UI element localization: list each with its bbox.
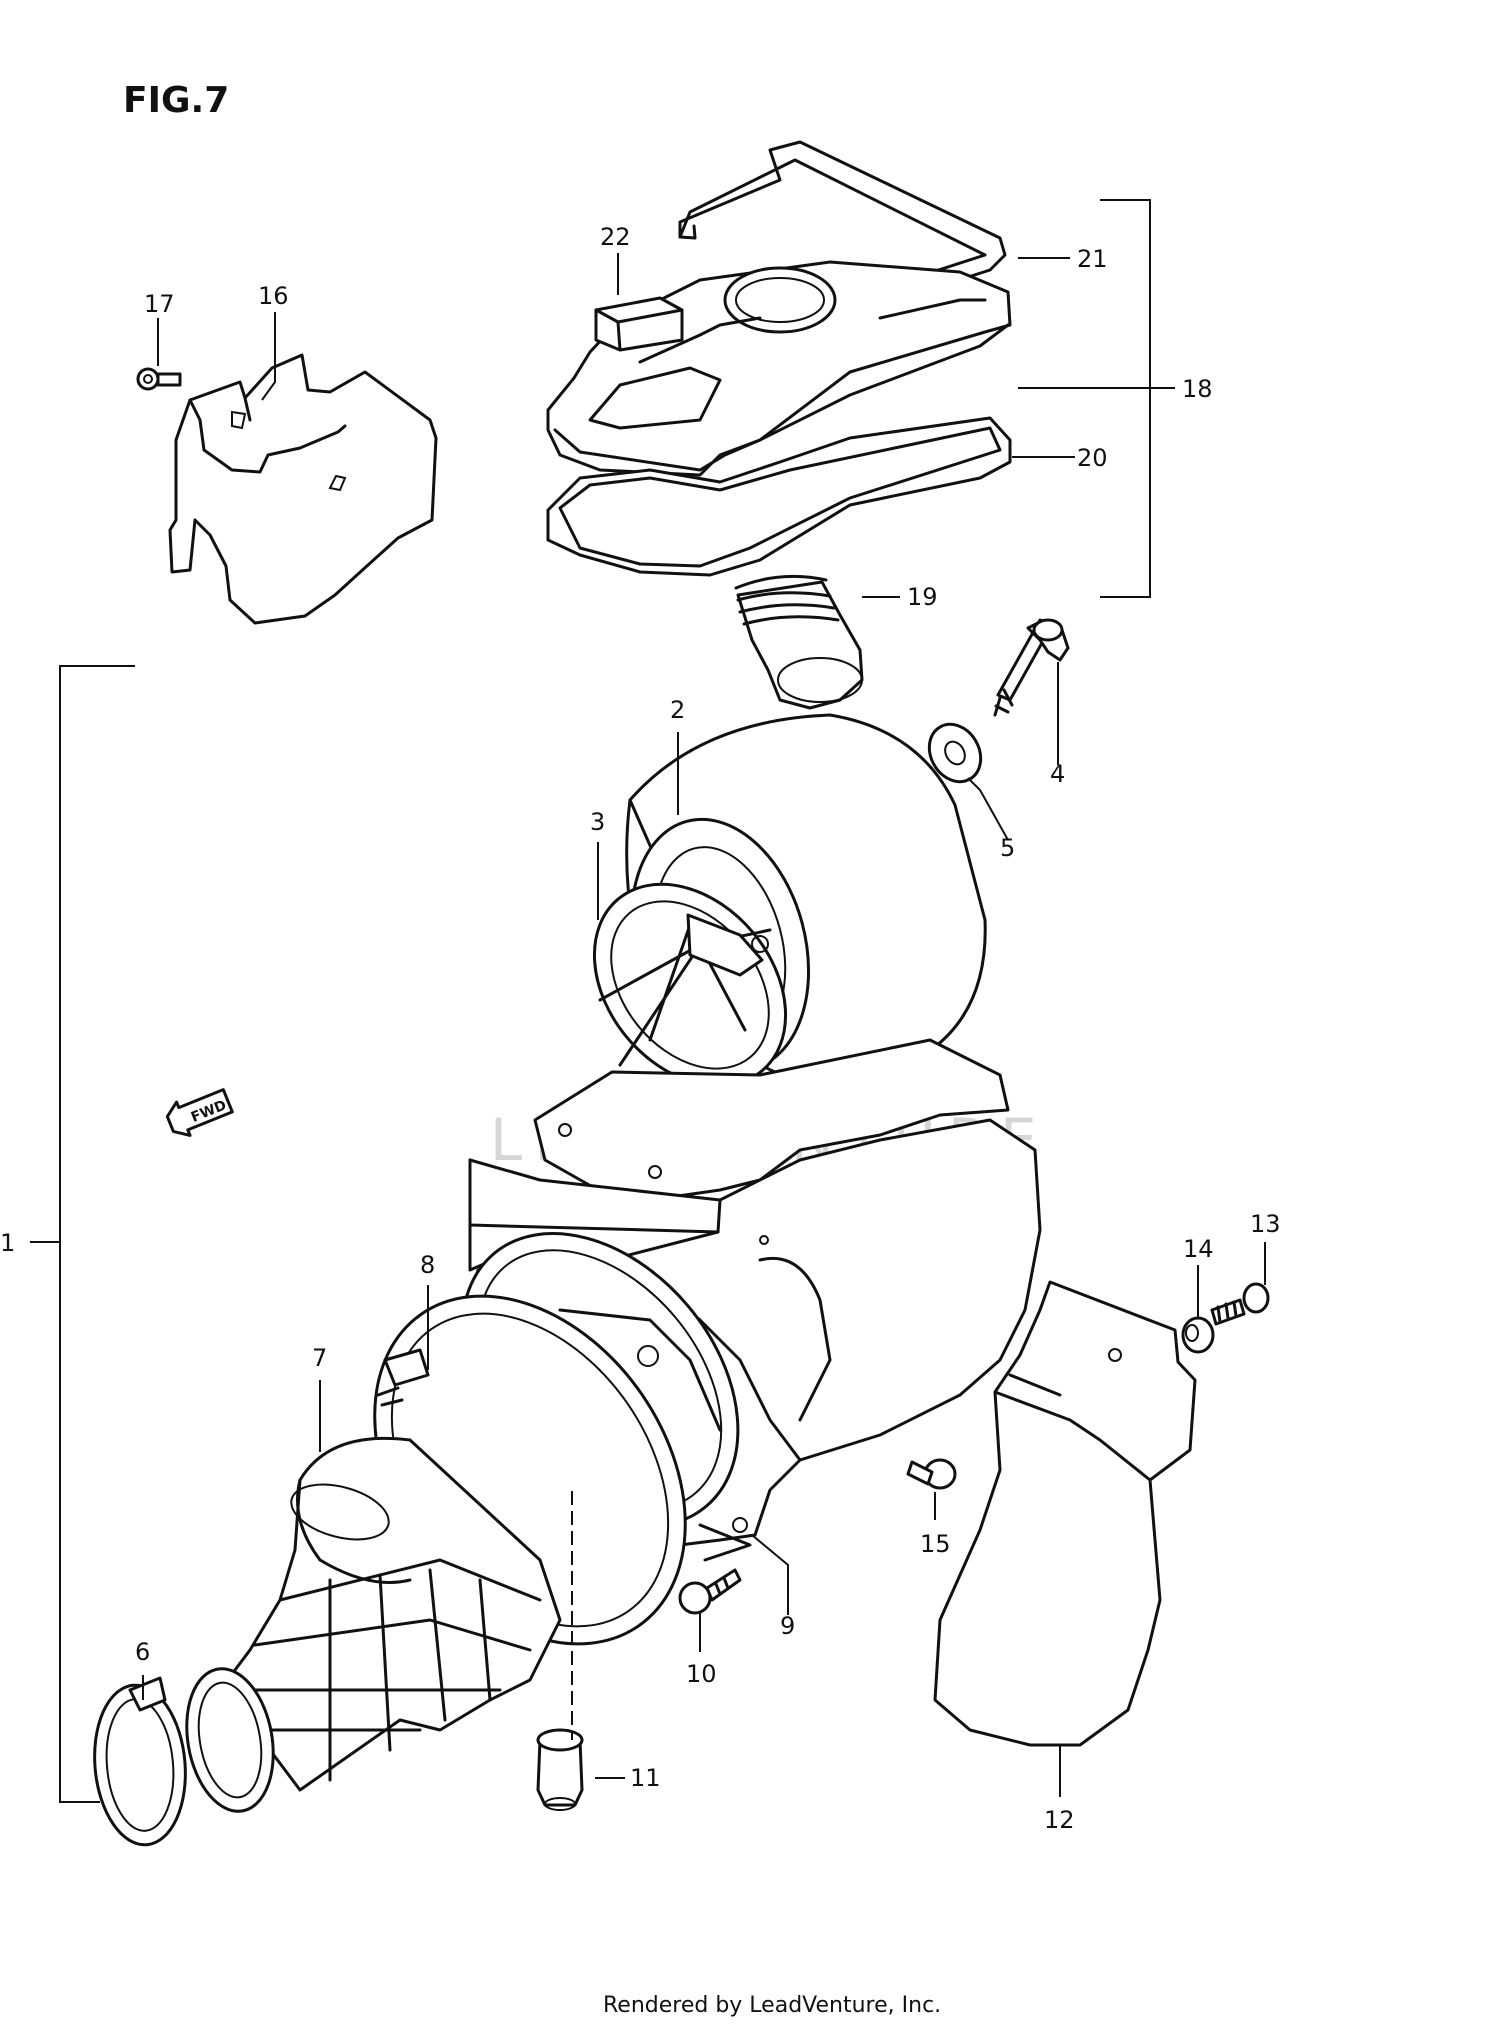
part-9-bracket	[698, 1523, 752, 1562]
part-17-screw	[136, 367, 182, 391]
callout-11: 11	[630, 1764, 661, 1792]
footer-credit: Rendered by LeadVenture, Inc.	[603, 1993, 941, 2018]
callout-22: 22	[600, 223, 631, 251]
callout-9: 9	[780, 1612, 795, 1640]
part-21-holder	[678, 140, 1007, 317]
callout-8: 8	[420, 1251, 435, 1279]
callout-labels: 1 2 3 4 5 6 7 8 9 10 11 12 13 14 15 16 1…	[0, 223, 1281, 1834]
part-10-screw	[678, 1568, 742, 1615]
callout-14: 14	[1183, 1235, 1214, 1263]
part-20-gasket	[546, 416, 1012, 577]
part-7-intake-boot	[185, 1436, 562, 1813]
callout-16: 16	[258, 282, 289, 310]
callout-4: 4	[1050, 760, 1065, 788]
callout-2: 2	[670, 696, 685, 724]
callout-7: 7	[312, 1344, 327, 1372]
part-11-drain-plug	[536, 1728, 584, 1811]
part-14-nut	[1181, 1316, 1215, 1354]
part-22-block	[594, 296, 684, 352]
part-19-boot	[734, 574, 864, 710]
callout-1: 1	[0, 1229, 15, 1257]
callout-3: 3	[590, 808, 605, 836]
callout-20: 20	[1077, 444, 1108, 472]
callout-18: 18	[1182, 375, 1213, 403]
callout-21: 21	[1077, 245, 1108, 273]
callout-12: 12	[1044, 1806, 1075, 1834]
part-13-bolt	[1210, 1282, 1270, 1326]
callout-19: 19	[907, 583, 938, 611]
part-4-wing-bolt	[993, 618, 1070, 717]
callout-10: 10	[686, 1660, 717, 1688]
callout-17: 17	[144, 290, 175, 318]
callout-15: 15	[920, 1530, 951, 1558]
part-15-screw	[906, 1458, 957, 1490]
part-12-duct	[933, 1280, 1197, 1747]
part-16-side-cover	[168, 353, 438, 625]
callout-13: 13	[1250, 1210, 1281, 1238]
group-bracket-18	[1100, 199, 1151, 598]
callout-5: 5	[1000, 834, 1015, 862]
figure-title: FIG.7	[123, 80, 229, 121]
leader-lines	[30, 253, 1266, 1803]
fwd-arrow-badge: FWD	[165, 1088, 234, 1137]
part-3-filter-frame	[592, 882, 788, 1088]
part-6-clamp	[93, 1676, 187, 1847]
callout-6: 6	[135, 1638, 150, 1666]
